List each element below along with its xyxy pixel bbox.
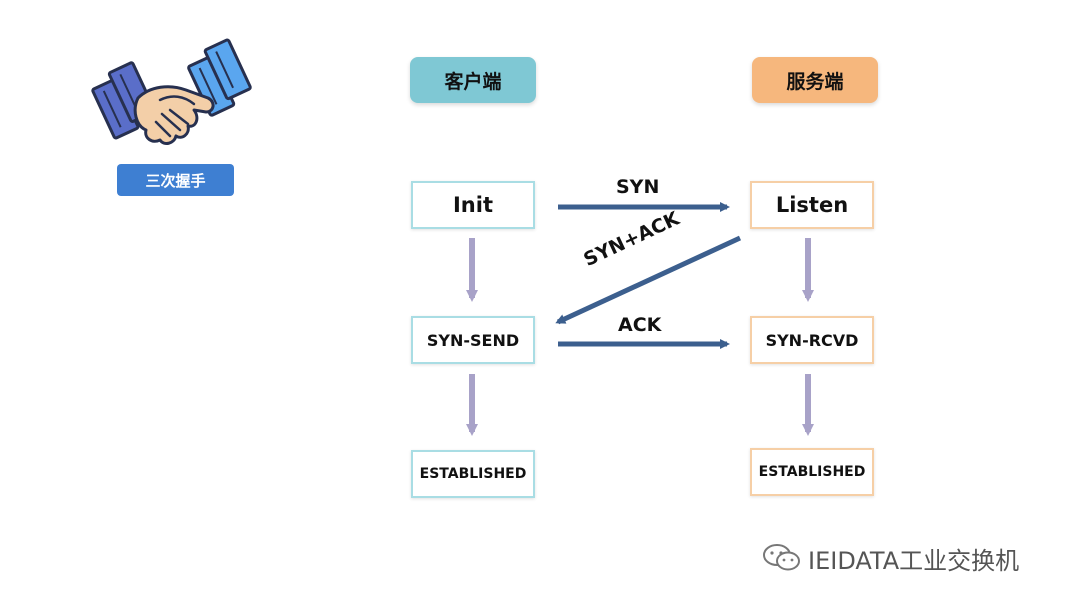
ack-label-text: ACK — [618, 314, 662, 336]
syn-label-text: SYN — [616, 176, 660, 198]
watermark: IEIDATA工业交换机 — [762, 538, 1019, 578]
syn-ack-label-text: SYN+ACK — [580, 207, 683, 271]
client-state-established-label: ESTABLISHED — [419, 466, 527, 482]
syn-label: SYN — [616, 176, 659, 198]
server-state-established-label: ESTABLISHED — [758, 464, 866, 480]
server-state-syn-rcvd-label: SYN-RCVD — [765, 330, 859, 350]
server-state-established: ESTABLISHED — [750, 448, 874, 496]
watermark-text: IEIDATA工业交换机 — [808, 546, 1020, 575]
wechat-icon — [762, 542, 802, 574]
ack-label: ACK — [618, 314, 661, 336]
server-header-label: 服务端 — [786, 70, 844, 93]
server-state-listen-label: Listen — [775, 193, 849, 217]
client-header: 客户端 — [410, 57, 536, 103]
handshake-icon — [90, 34, 260, 156]
server-state-listen: Listen — [750, 181, 874, 229]
client-state-syn-send: SYN-SEND — [411, 316, 535, 364]
client-state-syn-send-label: SYN-SEND — [426, 330, 520, 350]
client-header-label: 客户端 — [444, 70, 502, 93]
client-state-established: ESTABLISHED — [411, 450, 535, 498]
server-header: 服务端 — [752, 57, 878, 103]
server-state-syn-rcvd: SYN-RCVD — [750, 316, 874, 364]
title-badge-label: 三次握手 — [145, 171, 206, 190]
client-state-init-label: Init — [452, 193, 493, 217]
title-badge: 三次握手 — [117, 164, 234, 196]
client-state-init: Init — [411, 181, 535, 229]
syn-ack-label: SYN+ACK — [580, 208, 682, 271]
